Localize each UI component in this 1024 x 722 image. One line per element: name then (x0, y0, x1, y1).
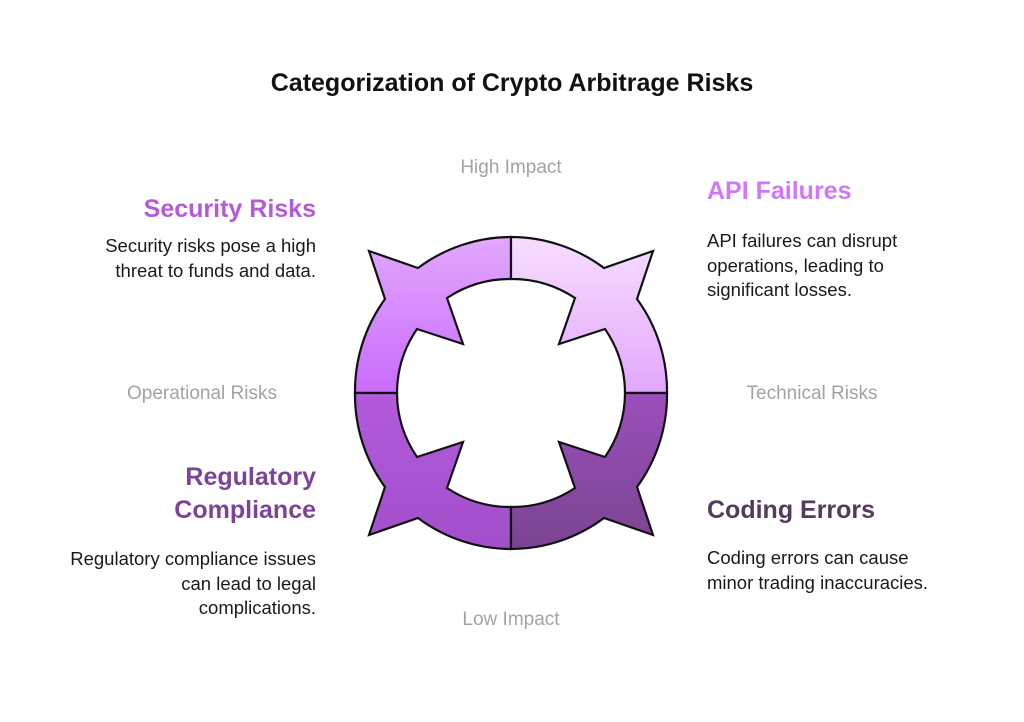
quadrant-security-risks (353, 235, 513, 395)
diagram-title: Categorization of Crypto Arbitrage Risks (270, 69, 754, 97)
quadrant-security: Security Risks Security risks pose a hig… (105, 193, 316, 283)
quadrant-regulatory-compliance (353, 391, 513, 551)
regulatory-compliance-heading: Regulatory Compliance (70, 461, 316, 527)
quadrant-api-failures (509, 235, 669, 395)
description-line: operations, leading to (707, 254, 884, 276)
description-line: Security risks pose a high (105, 235, 316, 256)
regulatory-compliance-description: Regulatory compliance issues can lead to… (70, 547, 316, 621)
quadrant-api: API Failures API failures can disrupt op… (707, 175, 897, 303)
description-line: API failures can disrupt (707, 230, 898, 251)
description-line: can lead to legal (181, 572, 316, 594)
description-line: Regulatory compliance issues (70, 548, 316, 569)
security-risks-heading: Security Risks (143, 195, 316, 223)
coding-errors-description: Coding errors can cause minor trading in… (707, 546, 928, 595)
heading-line: Regulatory (185, 463, 316, 491)
axis-label-low-impact: Low Impact (462, 609, 560, 630)
axis-label-technical-risks: Technical Risks (746, 383, 878, 404)
axis-label-high-impact: High Impact (460, 157, 562, 178)
security-risks-description: Security risks pose a high threat to fun… (105, 234, 316, 283)
description-line: significant losses. (707, 279, 852, 300)
quadrant-coding: Coding Errors Coding errors can cause mi… (707, 494, 928, 595)
heading-line: Compliance (174, 496, 316, 524)
axis-label-operational-risks: Operational Risks (127, 383, 277, 404)
quadrant-coding-errors (509, 391, 669, 551)
api-failures-description: API failures can disrupt operations, lea… (707, 229, 897, 303)
coding-errors-heading: Coding Errors (707, 496, 876, 524)
description-line: Coding errors can cause (707, 547, 909, 568)
description-line: threat to funds and data. (115, 259, 316, 281)
description-line: complications. (198, 597, 316, 618)
description-line: minor trading inaccuracies. (707, 571, 929, 593)
quadrant-regulatory: Regulatory Compliance Regulatory complia… (70, 461, 316, 621)
api-failures-heading: API Failures (707, 177, 852, 205)
